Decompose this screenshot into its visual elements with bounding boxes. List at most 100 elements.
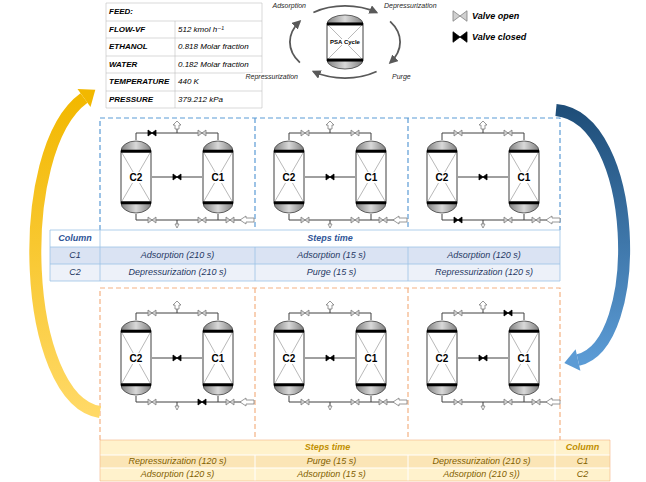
vessel-body xyxy=(203,151,233,203)
adsorption-column: C1 xyxy=(508,140,540,214)
vessel-flange xyxy=(121,383,151,386)
adsorption-column: C2 xyxy=(120,140,152,214)
top-table-grid xyxy=(50,230,560,281)
bottom-table-grid xyxy=(100,440,610,481)
table-header: Column xyxy=(554,440,611,455)
column-text: C2 xyxy=(120,320,152,396)
valve-open xyxy=(532,217,540,223)
pipe xyxy=(136,129,242,224)
column-name: C2 xyxy=(435,353,450,364)
valve-open xyxy=(198,217,206,223)
column-name: C1 xyxy=(517,172,532,183)
column-name: C1 xyxy=(364,353,379,364)
bottom-table-grid xyxy=(100,440,610,481)
panel-piping xyxy=(442,301,560,410)
bottom-table-grid xyxy=(100,455,610,468)
vessel-flange xyxy=(356,150,386,153)
feed-inlet-arrow xyxy=(393,216,407,224)
valve-open xyxy=(301,130,309,136)
product-outlet-arrow xyxy=(326,301,334,309)
valve-open xyxy=(454,399,462,405)
vessel-flange xyxy=(121,330,151,333)
column-name: PSA Cycle xyxy=(329,39,361,46)
feed-table-value: 379.212 kPa xyxy=(178,91,262,108)
vessel-head xyxy=(274,321,304,331)
table-cell: C1 xyxy=(49,247,101,264)
vessel-body xyxy=(356,331,386,385)
vessel-flange xyxy=(203,383,233,386)
vent-outlet-arrow xyxy=(481,406,485,410)
panel-piping xyxy=(136,301,254,410)
legend-text: Valve open xyxy=(472,11,519,21)
vessel-head xyxy=(356,203,386,213)
table-header: Steps time xyxy=(99,230,561,247)
valve-closed xyxy=(326,174,334,180)
packing-lines xyxy=(274,151,304,203)
column-text: C2 xyxy=(273,140,305,214)
vessel-body xyxy=(427,331,457,385)
feed-table-key: FEED: xyxy=(109,3,175,21)
valve-open xyxy=(148,310,156,316)
top-table-grid xyxy=(50,230,560,247)
cycle-column: PSA Cycle xyxy=(326,14,364,70)
vessel-head xyxy=(121,321,151,331)
feed-inlet-arrow xyxy=(393,398,407,406)
table-cell: Adsorption (210 s)) xyxy=(407,468,556,481)
table-cell: C1 xyxy=(554,455,611,468)
cycle-step-label: Purge xyxy=(392,72,434,82)
vessel-flange xyxy=(509,150,539,153)
vessel-head xyxy=(427,321,457,331)
vessel-body xyxy=(356,151,386,203)
valve-open xyxy=(454,310,462,316)
bottom-panel-frame xyxy=(100,288,560,440)
vessel-head xyxy=(356,321,386,331)
valve-closed xyxy=(453,32,467,43)
vessel-head xyxy=(509,385,539,395)
panel-piping xyxy=(442,121,560,228)
pipe xyxy=(136,309,242,406)
packing-lines xyxy=(274,331,304,385)
table-cell: Repressurization (120 s) xyxy=(99,455,256,468)
pipe xyxy=(442,309,548,406)
adsorption-column: C1 xyxy=(355,320,387,396)
column-name: C2 xyxy=(129,172,144,183)
feed-table-key: WATER xyxy=(109,56,175,73)
product-outlet-arrow xyxy=(479,301,487,309)
valve-closed xyxy=(326,355,334,361)
vessel-body xyxy=(274,331,304,385)
valve-open xyxy=(454,130,462,136)
vessel-head xyxy=(356,141,386,151)
vessel-head xyxy=(427,141,457,151)
table-cell: Adsorption (15 s) xyxy=(254,247,409,264)
valve-open xyxy=(226,399,234,405)
adsorption-column: C1 xyxy=(202,320,234,396)
valve-open xyxy=(351,130,359,136)
feed-inlet-arrow xyxy=(240,216,254,224)
adsorption-column: C1 xyxy=(508,320,540,396)
cycle-direction-arrow xyxy=(35,98,100,412)
product-outlet-arrow xyxy=(326,121,334,129)
vessel-flange xyxy=(356,330,386,333)
feed-inlet-arrow xyxy=(240,398,254,406)
panel-piping xyxy=(136,121,254,228)
packing-lines xyxy=(121,151,151,203)
vent-outlet-arrow xyxy=(328,406,332,410)
bottom-table-grid xyxy=(100,468,610,481)
vessel-body xyxy=(327,24,363,60)
valve-closed xyxy=(479,355,487,361)
vessel-flange xyxy=(121,150,151,153)
packing-lines xyxy=(356,151,386,203)
vessel-body xyxy=(274,151,304,203)
vessel-head xyxy=(274,203,304,213)
table-header: Steps time xyxy=(99,440,556,455)
valve-open xyxy=(504,217,512,223)
feed-table-value: 0.818 Molar fraction xyxy=(178,38,262,56)
vessel-head xyxy=(356,385,386,395)
vessel-head xyxy=(427,203,457,213)
valve-open xyxy=(301,217,309,223)
cycle-direction-arrow xyxy=(564,349,580,370)
vessel-flange xyxy=(427,383,457,386)
top-table-grid xyxy=(50,264,560,281)
legend-text: Valve closed xyxy=(472,32,526,42)
vessel-head xyxy=(203,321,233,331)
